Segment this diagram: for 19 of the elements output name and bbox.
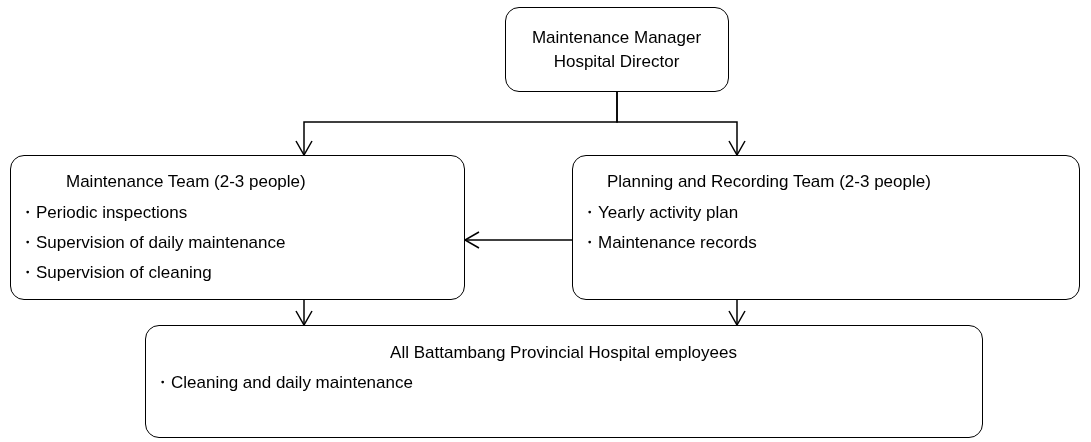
list-item: ・Supervision of daily maintenance xyxy=(19,233,286,253)
box-heading: All Battambang Provincial Hospital employees xyxy=(389,343,738,363)
list-item: ・Periodic inspections xyxy=(19,203,188,223)
arrow xyxy=(728,299,746,326)
org-box xyxy=(145,325,983,438)
box-heading: Planning and Recording Team (2-3 people) xyxy=(607,172,931,192)
org-box xyxy=(10,155,465,300)
list-item: ・Yearly activity plan xyxy=(581,203,739,223)
arrow xyxy=(295,299,313,326)
list-item: Hospital Director xyxy=(552,52,681,72)
org-box xyxy=(505,7,729,92)
list-item: ・Maintenance records xyxy=(581,233,757,253)
arrow xyxy=(464,231,573,249)
list-item: ・Cleaning and daily maintenance xyxy=(154,373,413,393)
org-box xyxy=(572,155,1080,300)
arrow xyxy=(616,91,746,156)
list-item: ・Supervision of cleaning xyxy=(19,263,212,283)
box-heading: Maintenance Team (2-3 people) xyxy=(66,172,306,192)
box-heading: Maintenance Manager xyxy=(530,28,703,48)
